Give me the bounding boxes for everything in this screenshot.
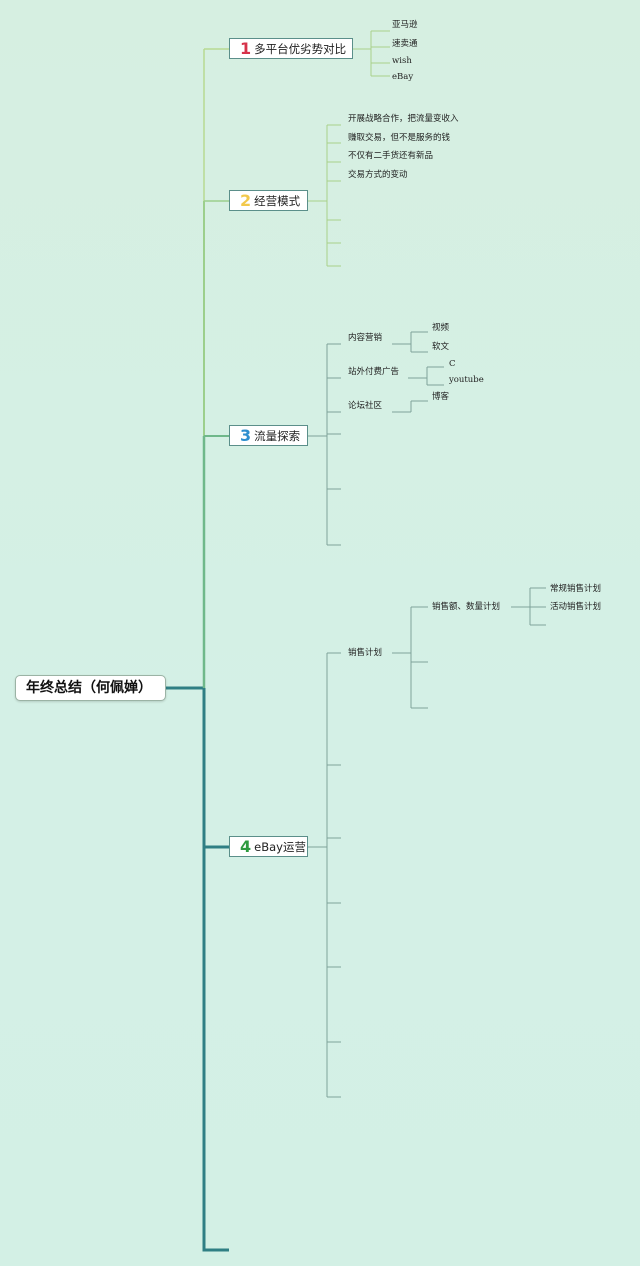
branch-number-2: 2 — [240, 191, 252, 210]
branch-2-child-lines — [308, 124, 341, 267]
branch-1-child-lines — [353, 30, 390, 77]
leaf-strategic-cooperation[interactable]: 开展战略合作，把流量变收入 — [348, 114, 459, 124]
leaf-aliexpress[interactable]: 速卖通 — [392, 39, 418, 49]
leaf-amazon[interactable]: 亚马逊 — [392, 20, 418, 30]
leaf-soft-article[interactable]: 软文 — [432, 342, 450, 352]
leaf-sales-volume-plan[interactable]: 销售额、数量计划 — [432, 602, 501, 612]
leaf-blog[interactable]: 博客 — [432, 392, 450, 402]
leaf-c[interactable]: C — [449, 359, 456, 369]
trunk-lower — [202, 688, 229, 1252]
leaf-youtube[interactable]: youtube — [449, 375, 484, 385]
branch-number-4: 4 — [240, 837, 252, 856]
leaf-earn-transactions[interactable]: 赚取交易，但不是服务的钱 — [348, 133, 451, 143]
branch-number-1: 1 — [240, 39, 252, 58]
branch-label: 多平台优劣势对比 — [254, 42, 347, 56]
root-node[interactable]: 年终总结（何佩婵） — [15, 675, 166, 701]
leaf-sales-plan[interactable]: 销售计划 — [348, 648, 383, 658]
branch-label: 流量探索 — [254, 429, 301, 443]
leaf-offsite-ads[interactable]: 站外付费广告 — [348, 367, 400, 377]
leaf-new-products[interactable]: 不仅有二手货还有新品 — [348, 151, 434, 161]
branch-3-child-lines — [308, 331, 444, 546]
leaf-ebay[interactable]: eBay — [392, 72, 414, 82]
branch-number-3: 3 — [240, 426, 252, 445]
root-title: 年终总结（何佩婵） — [26, 680, 152, 696]
leaf-promo-sales-plan[interactable]: 活动销售计划 — [550, 602, 602, 612]
branch-label: eBay运营 — [254, 840, 306, 854]
leaf-regular-sales-plan[interactable]: 常规销售计划 — [550, 584, 602, 594]
leaf-video[interactable]: 视频 — [432, 323, 450, 333]
leaf-forum-community[interactable]: 论坛社区 — [348, 401, 383, 411]
leaf-content-marketing[interactable]: 内容营销 — [348, 333, 383, 343]
branch-4-child-lines — [308, 587, 546, 1098]
leaf-transaction-change[interactable]: 交易方式的变动 — [348, 170, 408, 180]
branch-label: 经营模式 — [254, 194, 301, 208]
leaf-wish[interactable]: wish — [392, 56, 412, 66]
